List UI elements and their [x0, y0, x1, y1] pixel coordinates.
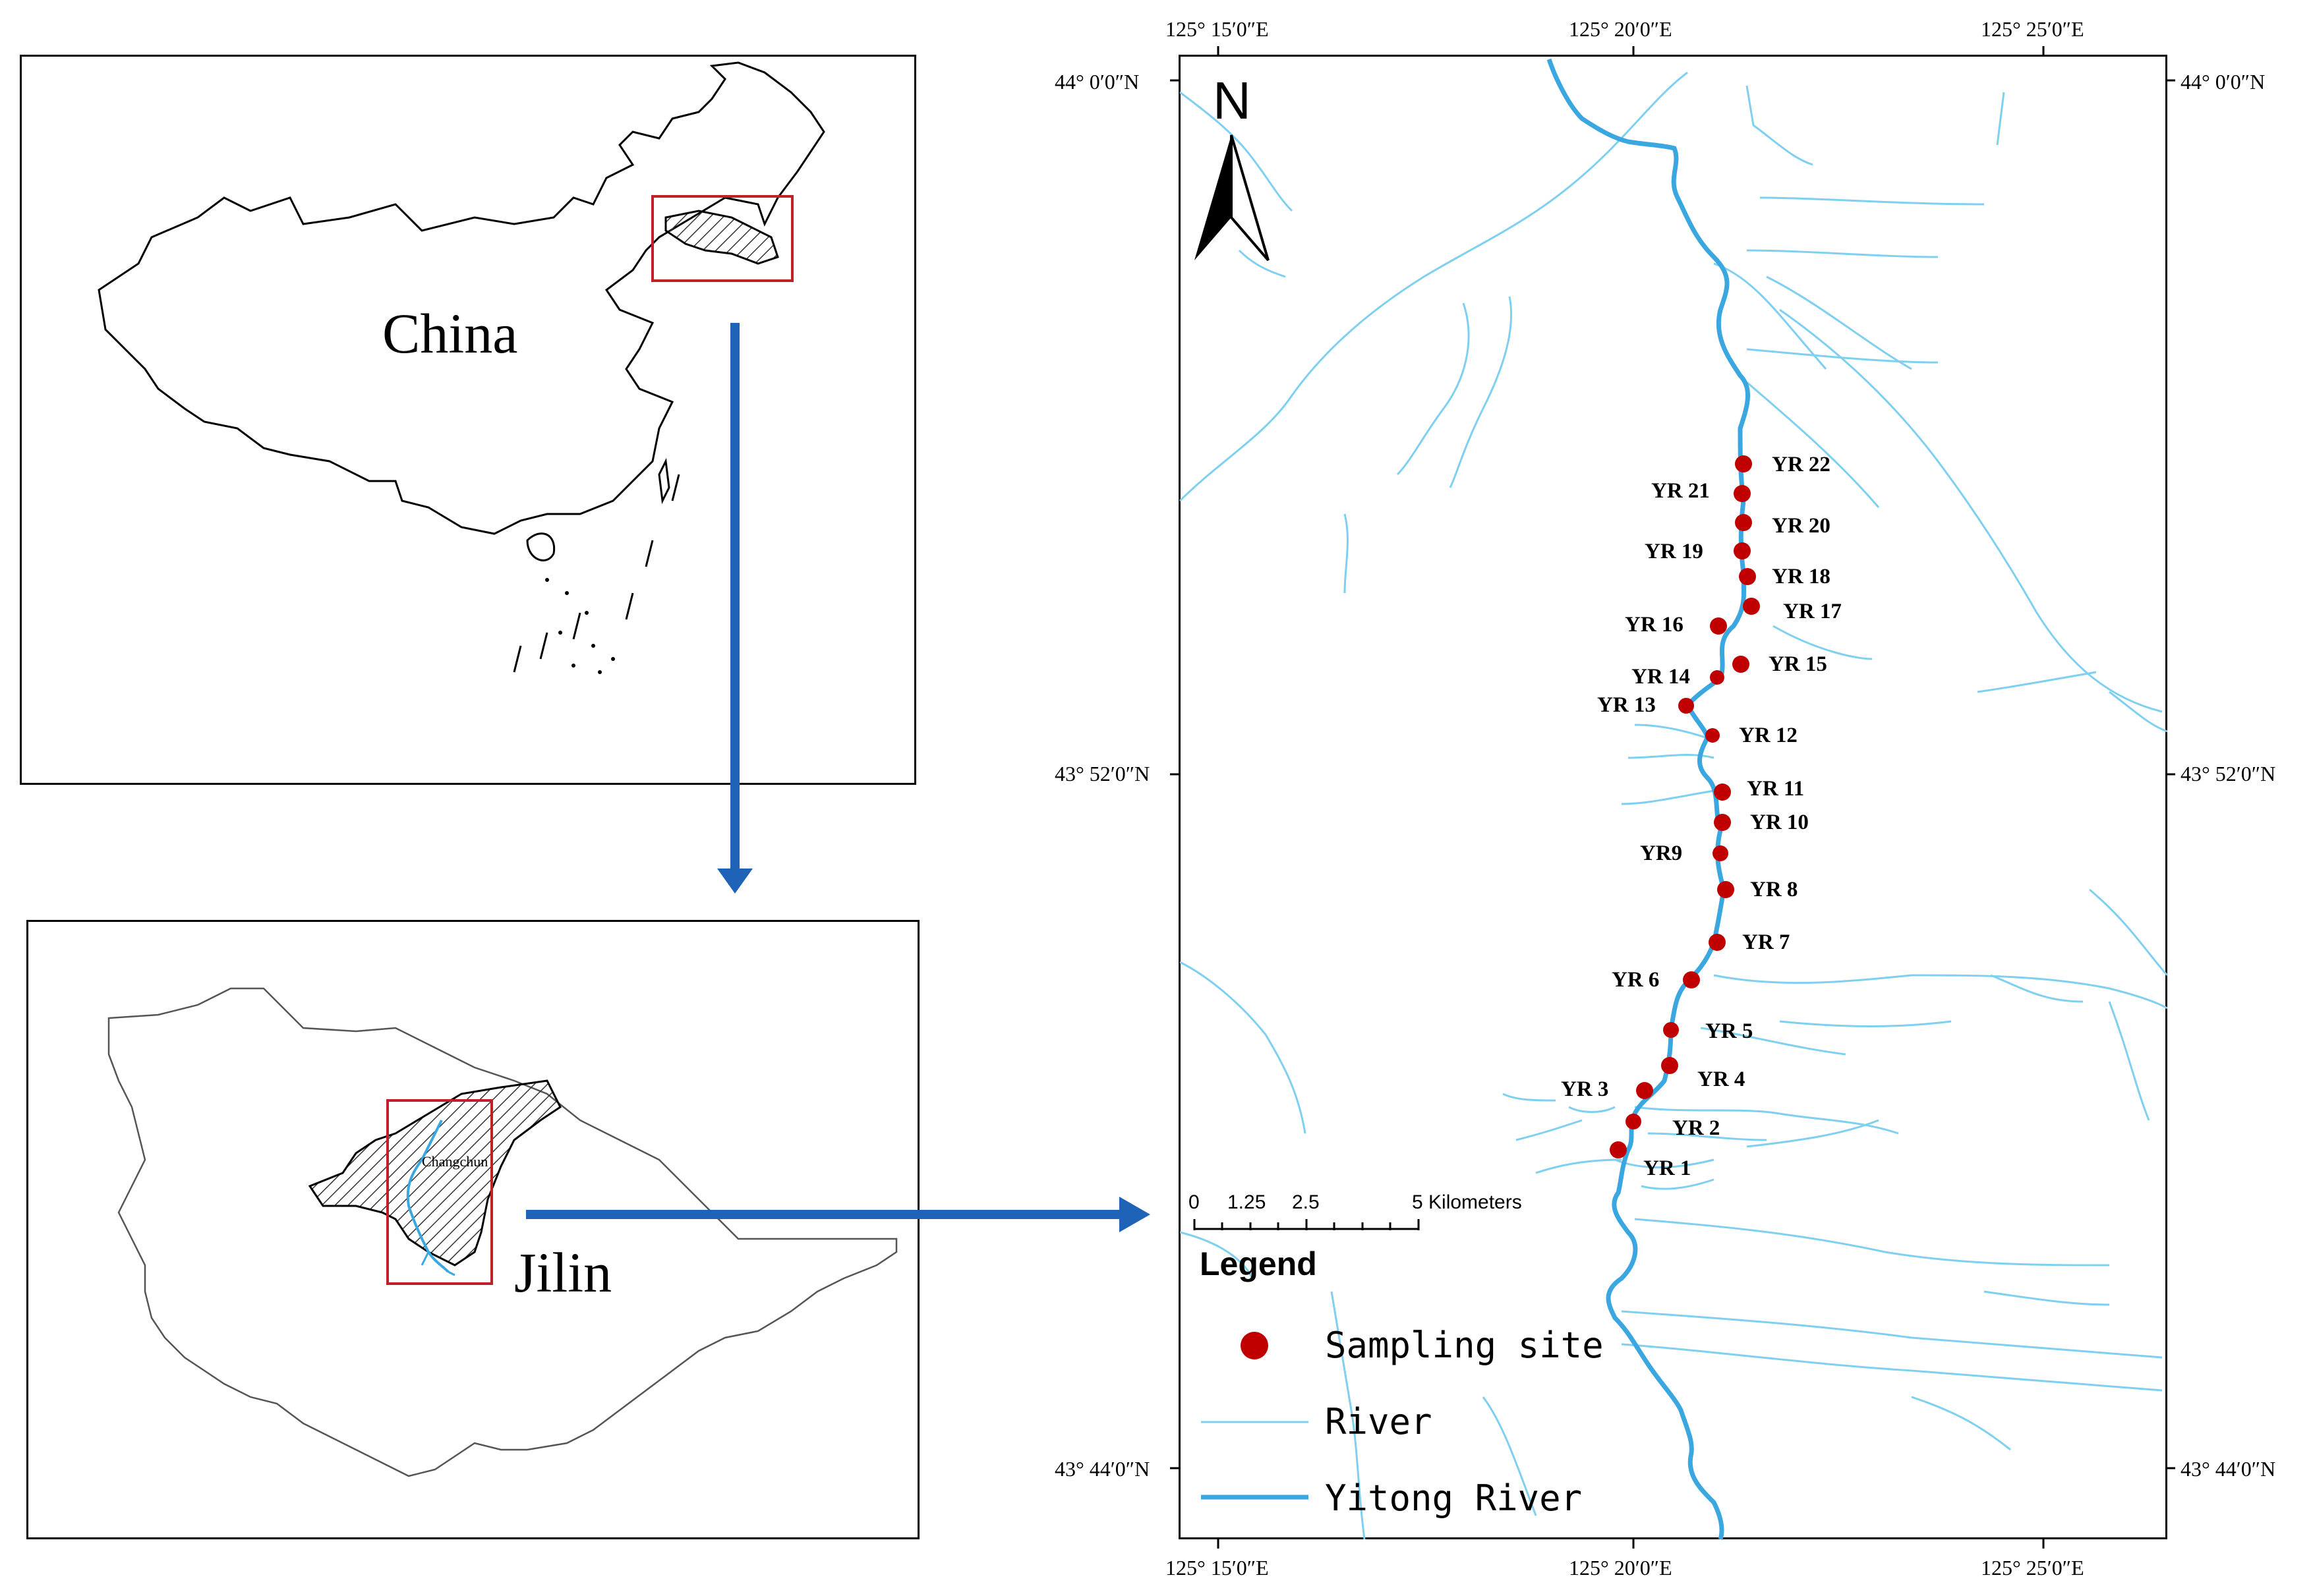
site-label-yr-6: YR 6	[1612, 968, 1659, 992]
site-yr-4	[1661, 1057, 1678, 1074]
china-inset-box	[651, 195, 794, 282]
graticule-ticks	[1170, 46, 2175, 1549]
site-yr-13	[1678, 698, 1694, 714]
river-network	[1179, 71, 2169, 1540]
china-outline	[98, 61, 825, 674]
coord-top-2: 125° 20′0″E	[1569, 17, 1672, 41]
site-yr-17	[1743, 598, 1760, 615]
site-yr-15	[1732, 656, 1749, 673]
site-label-yr-7: YR 7	[1742, 930, 1790, 954]
coord-right-1: 44° 0′0″N	[2181, 70, 2265, 94]
taiwan-island	[658, 457, 670, 505]
site-label-yr-8: YR 8	[1750, 878, 1798, 901]
china-label: China	[382, 302, 517, 365]
scale-tick-5-km: 5 Kilometers	[1412, 1191, 1522, 1213]
jilin-label: Jilin	[514, 1241, 612, 1304]
legend-title: Legend	[1200, 1245, 1317, 1282]
north-arrow-icon: N	[1194, 71, 1270, 262]
jilin-outline	[107, 987, 898, 1477]
sampling-sites	[1610, 455, 1760, 1158]
site-label-yr-12: YR 12	[1739, 724, 1798, 747]
site-label-yr-13: YR 13	[1597, 693, 1656, 717]
legend-item-sampling-site: Sampling site	[1325, 1325, 1604, 1366]
site-yr-10	[1714, 814, 1731, 831]
changchun-label: Changchun	[422, 1153, 488, 1170]
site-yr-12	[1705, 728, 1720, 743]
hainan-island	[526, 532, 556, 561]
coord-bottom-3: 125° 25′0″E	[1981, 1556, 2084, 1580]
coord-bottom-1: 125° 15′0″E	[1165, 1556, 1269, 1580]
site-label-yr-3: YR 3	[1561, 1077, 1608, 1101]
jilin-inset-box	[386, 1099, 493, 1285]
coordinate-labels: 125° 15′0″E 125° 20′0″E 125° 25′0″E 125°…	[1055, 17, 2275, 1580]
nine-dash-line	[513, 474, 680, 673]
site-yr-19	[1734, 542, 1751, 559]
arrow-china-to-jilin-head	[717, 869, 753, 894]
site-label-yr-16: YR 16	[1625, 613, 1684, 637]
site-yr-22	[1735, 455, 1752, 472]
site-label-yr-18: YR 18	[1772, 565, 1830, 588]
site-yr-20	[1735, 514, 1752, 531]
legend: Legend Sampling site River Yitong River	[1200, 1245, 1604, 1519]
coord-right-3: 43° 44′0″N	[2181, 1457, 2275, 1481]
site-yr-14	[1710, 670, 1724, 685]
site-label-yr-22: YR 22	[1772, 453, 1830, 476]
coord-left-3: 43° 44′0″N	[1055, 1457, 1150, 1481]
site-label-yr-21: YR 21	[1651, 479, 1710, 503]
site-label-yr-14: YR 14	[1631, 665, 1690, 689]
jilin-border	[107, 987, 898, 1477]
site-yr-5	[1663, 1022, 1679, 1038]
coord-left-1: 44° 0′0″N	[1055, 70, 1139, 94]
site-label-yr-17: YR 17	[1783, 600, 1842, 623]
jilin-yitong-river	[406, 1120, 450, 1273]
changchun-hatched-area	[308, 1079, 562, 1267]
legend-item-river: River	[1325, 1401, 1432, 1442]
coord-top-3: 125° 25′0″E	[1981, 17, 2084, 41]
china-border	[98, 61, 825, 535]
site-yr-16	[1710, 617, 1727, 635]
coord-left-2: 43° 52′0″N	[1055, 762, 1150, 785]
site-yr-9	[1713, 845, 1728, 861]
site-yr-18	[1739, 568, 1756, 585]
yitong-river	[1546, 58, 1751, 1541]
site-labels: YR 1 YR 2 YR 3 YR 4 YR 5 YR 6 YR 7 YR 8 …	[1561, 453, 1842, 1180]
site-yr-6	[1683, 971, 1700, 988]
legend-site-symbol	[1241, 1332, 1268, 1359]
scale-tick-0: 0	[1188, 1191, 1200, 1213]
site-yr-8	[1717, 881, 1734, 898]
north-label: N	[1213, 71, 1251, 130]
site-yr-1	[1610, 1141, 1627, 1158]
legend-item-yitong-river: Yitong River	[1325, 1477, 1582, 1519]
site-yr-2	[1625, 1114, 1641, 1129]
site-yr-21	[1734, 485, 1751, 502]
study-area-map	[1179, 55, 2167, 1539]
site-label-yr-5: YR 5	[1705, 1019, 1753, 1043]
site-label-yr-20: YR 20	[1772, 514, 1830, 538]
china-panel	[20, 55, 916, 785]
site-label-yr-19: YR 19	[1645, 540, 1703, 563]
scale-bar: 0 1.25 2.5 5 Kilometers	[1188, 1191, 1522, 1230]
jilin-hatched-province	[664, 210, 779, 265]
coord-right-2: 43° 52′0″N	[2181, 762, 2275, 785]
arrow-jilin-to-map-head	[1119, 1197, 1150, 1232]
coord-top-1: 125° 15′0″E	[1165, 17, 1269, 41]
coord-bottom-2: 125° 20′0″E	[1569, 1556, 1672, 1580]
site-yr-3	[1636, 1082, 1653, 1099]
site-label-yr-1: YR 1	[1643, 1156, 1691, 1180]
site-label-yr-2: YR 2	[1672, 1116, 1720, 1140]
site-yr-7	[1709, 934, 1726, 951]
site-label-yr-10: YR 10	[1750, 811, 1809, 834]
scale-tick-2-5: 2.5	[1292, 1191, 1320, 1213]
site-label-yr-9: YR9	[1640, 841, 1682, 865]
site-label-yr-4: YR 4	[1697, 1068, 1745, 1091]
scale-tick-1-25: 1.25	[1227, 1191, 1266, 1213]
site-label-yr-15: YR 15	[1769, 652, 1827, 676]
site-yr-11	[1714, 784, 1731, 801]
site-label-yr-11: YR 11	[1747, 777, 1804, 801]
south-sea-islands	[545, 578, 615, 674]
